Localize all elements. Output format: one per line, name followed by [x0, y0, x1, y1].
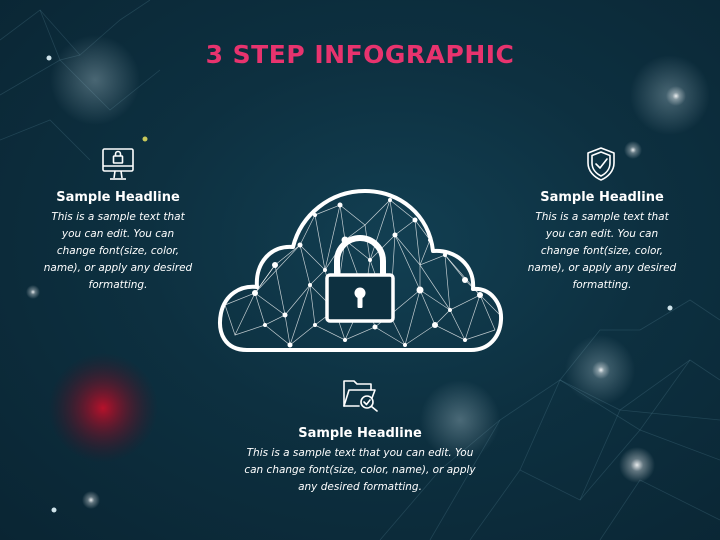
step-left-headline: Sample Headline: [56, 190, 180, 205]
step-bottom-body: This is a sample text that you can edit.…: [244, 447, 476, 493]
step-right: Sample Headline This is a sample text th…: [525, 190, 679, 294]
step-right-body: This is a sample text that you can edit.…: [527, 211, 677, 291]
step-right-headline: Sample Headline: [540, 190, 664, 205]
shield-check-icon: [587, 147, 615, 181]
folder-search-icon: [343, 380, 378, 412]
step-left-body: This is a sample text that you can edit.…: [43, 211, 193, 291]
monitor-lock-icon: [102, 148, 134, 180]
step-left: Sample Headline This is a sample text th…: [42, 190, 194, 294]
cloud-padlock-network-icon: [218, 189, 504, 352]
slide-title: 3 STEP INFOGRAPHIC: [205, 40, 515, 69]
step-bottom: Sample Headline This is a sample text th…: [236, 426, 484, 496]
step-bottom-headline: Sample Headline: [298, 426, 422, 441]
